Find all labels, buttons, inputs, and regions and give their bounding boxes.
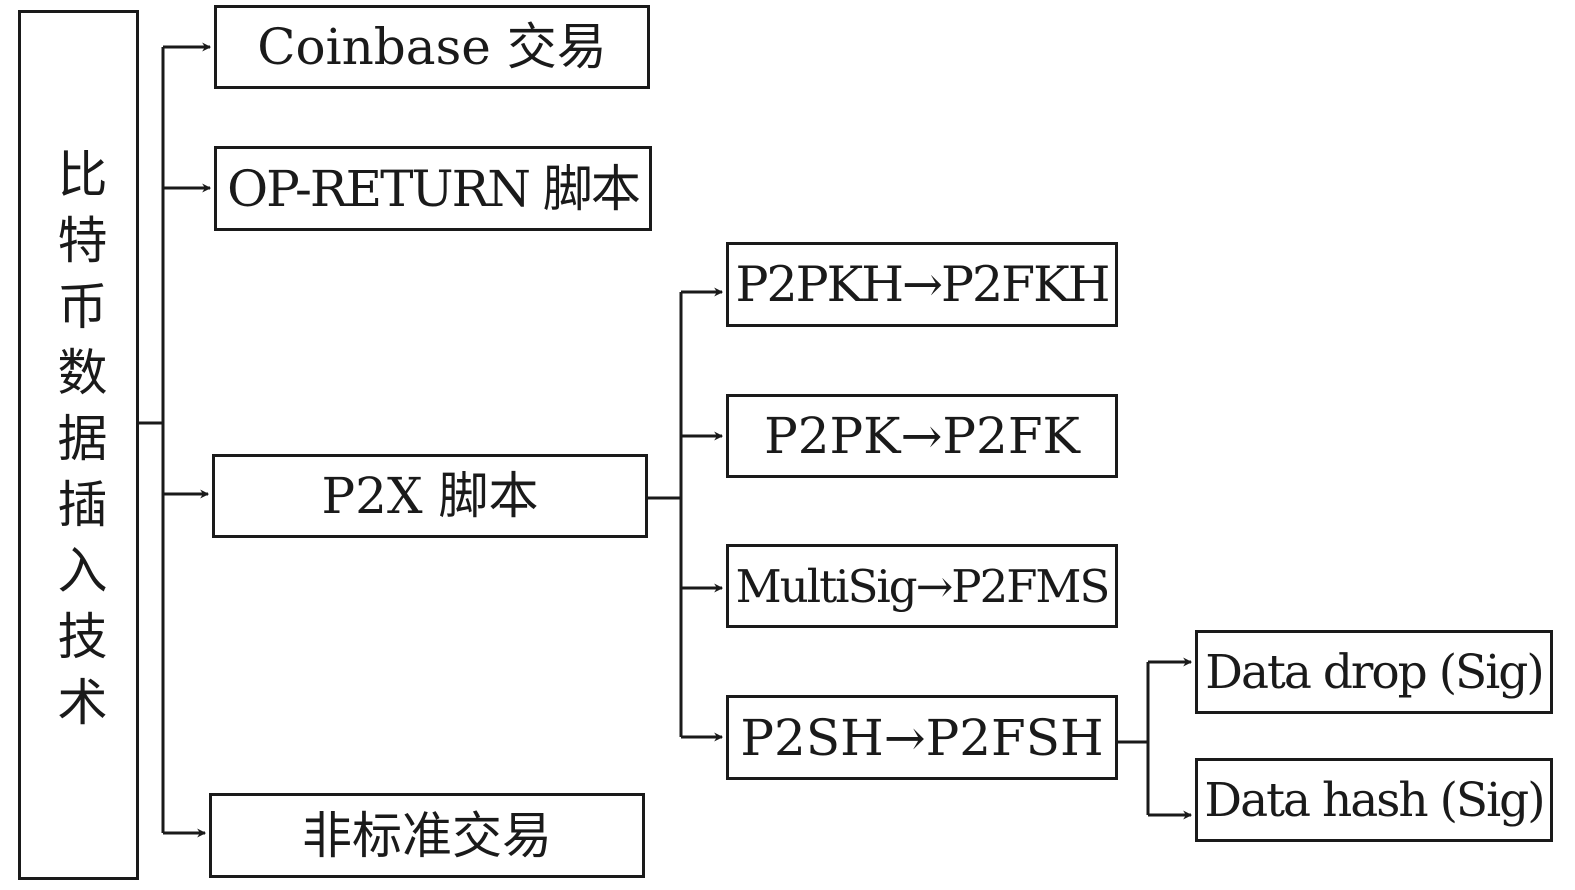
node-op-return-label: OP-RETURN 脚本 [227, 159, 641, 218]
node-p2pk-label: P2PK→P2FK [764, 407, 1080, 465]
node-coinbase: Coinbase 交易 [214, 5, 650, 89]
node-op-return: OP-RETURN 脚本 [214, 146, 652, 231]
node-p2x: P2X 脚本 [212, 454, 648, 538]
node-p2sh: P2SH→P2FSH [726, 695, 1118, 780]
root-node: 比特币数据插入技术 [18, 10, 139, 880]
node-nonstandard: 非标准交易 [209, 793, 645, 878]
node-p2sh-label: P2SH→P2FSH [740, 708, 1104, 767]
node-multisig-label: MultiSig→P2FMS [735, 559, 1111, 613]
node-data-drop: Data drop (Sig) [1195, 630, 1553, 714]
node-p2pk: P2PK→P2FK [726, 394, 1118, 478]
node-nonstandard-label: 非标准交易 [302, 806, 552, 865]
node-coinbase-label: Coinbase 交易 [257, 18, 607, 76]
root-label: 比特币数据插入技术 [49, 148, 108, 742]
node-data-drop-label: Data drop (Sig) [1205, 644, 1544, 700]
node-p2x-label: P2X 脚本 [321, 467, 539, 525]
node-p2pkh-label: P2PKH→P2FKH [735, 256, 1111, 313]
node-p2pkh: P2PKH→P2FKH [726, 242, 1118, 327]
node-data-hash-label: Data hash (Sig) [1204, 772, 1545, 828]
node-data-hash: Data hash (Sig) [1195, 758, 1553, 842]
node-multisig: MultiSig→P2FMS [726, 544, 1118, 628]
